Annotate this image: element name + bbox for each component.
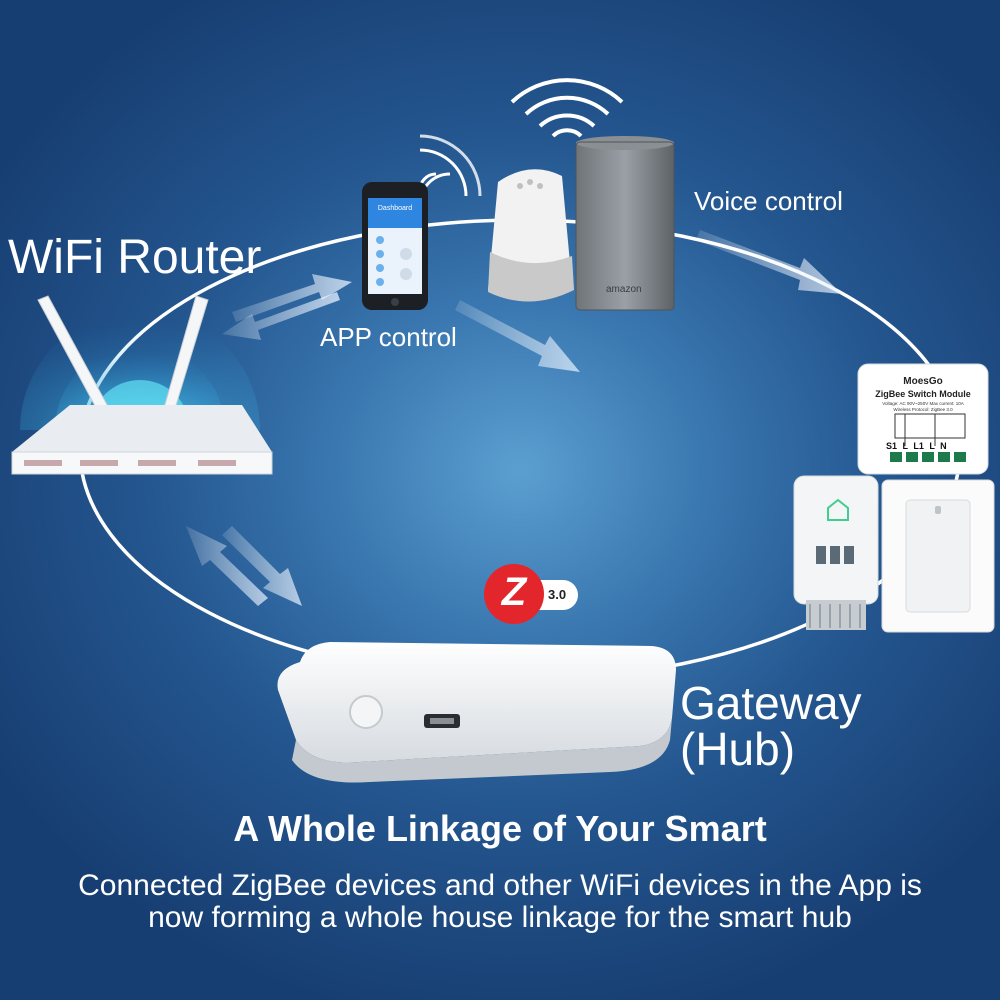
arrow-voice-to-module xyxy=(696,230,842,294)
gateway-label-line2: (Hub) xyxy=(680,723,796,775)
phone-screen-title: Dashboard xyxy=(377,205,413,212)
zigbee-3-badge-icon xyxy=(484,564,578,624)
arrow-router-to-phone xyxy=(232,274,352,322)
voice-control-label: Voice control xyxy=(694,186,843,216)
module-protocol: Wireless Protocol: ZigBee 3.0 xyxy=(893,407,953,412)
phone-signal-icon xyxy=(418,134,482,205)
app-control-label: APP control xyxy=(320,322,457,352)
arrow-router-to-hub xyxy=(222,526,302,606)
wifi-router-icon xyxy=(11,295,273,475)
zigbee-badge-letter: Z xyxy=(501,570,527,614)
module-brand: MoesGo xyxy=(903,376,943,387)
wifi-router-label: WiFi Router xyxy=(8,231,262,284)
amazon-echo-speaker-icon xyxy=(575,136,675,311)
wall-switch-icon xyxy=(881,479,995,633)
zigbee-switch-module-icon xyxy=(857,363,989,475)
gateway-hub-icon xyxy=(277,642,676,783)
module-terminals: S1 L L1 L N xyxy=(886,441,947,451)
gateway-label-line1: Gateway xyxy=(680,677,862,729)
zigbee-badge-version: 3.0 xyxy=(548,587,567,602)
description: Connected ZigBee devices and other WiFi … xyxy=(78,869,922,934)
headline: A Whole Linkage of Your Smart xyxy=(233,808,767,849)
google-home-speaker-icon xyxy=(488,169,574,302)
gateway-label: Gateway (Hub) xyxy=(680,680,862,772)
module-model: ZigBee Switch Module xyxy=(875,389,971,399)
speaker-brand: amazon xyxy=(606,284,642,295)
arrow-phone-to-center xyxy=(455,300,580,372)
module-spec: Voltage: AC 90V~250V Max current: 10A xyxy=(882,401,964,406)
radiator-thermostat-icon xyxy=(793,475,879,630)
arrow-hub-to-router xyxy=(186,526,268,606)
arrow-phone-to-router xyxy=(222,292,340,340)
smartphone-icon xyxy=(362,182,428,310)
voice-signal-icon xyxy=(510,78,624,138)
